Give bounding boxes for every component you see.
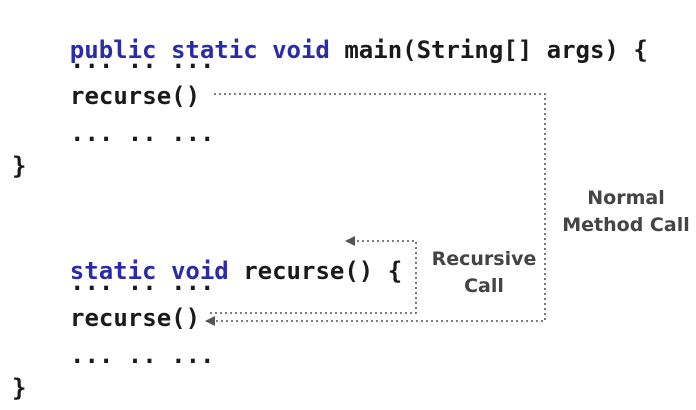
recurse-recursive-call: recurse(): [70, 304, 201, 332]
main-signature-keywords: public static void: [69, 36, 330, 64]
main-closing-brace: }: [12, 152, 27, 180]
recursive-call-label: Recursive Call: [424, 246, 544, 300]
main-method-signature: public static void main(String[] args) {: [12, 8, 648, 92]
recursive-call-label-line-2: Call: [464, 275, 504, 297]
normal-call-label-line-1: Normal: [587, 187, 665, 209]
normal-method-call-label: Normal Method Call: [556, 185, 696, 239]
main-body-placeholder-2: ... .. ...: [70, 119, 215, 147]
recurse-closing-brace: }: [12, 374, 27, 402]
main-signature-rest: main(String[] args) {: [329, 36, 648, 64]
main-body-placeholder-1: ... .. ...: [70, 46, 215, 74]
recurse-body-placeholder-1: ... .. ...: [70, 268, 215, 296]
recurse-signature-rest: recurse() {: [228, 257, 403, 285]
normal-call-label-line-2: Method Call: [562, 214, 690, 236]
recurse-body-placeholder-2: ... .. ...: [70, 341, 215, 369]
recursive-call-label-line-1: Recursive: [431, 248, 537, 270]
main-recurse-call: recurse(): [70, 82, 201, 110]
